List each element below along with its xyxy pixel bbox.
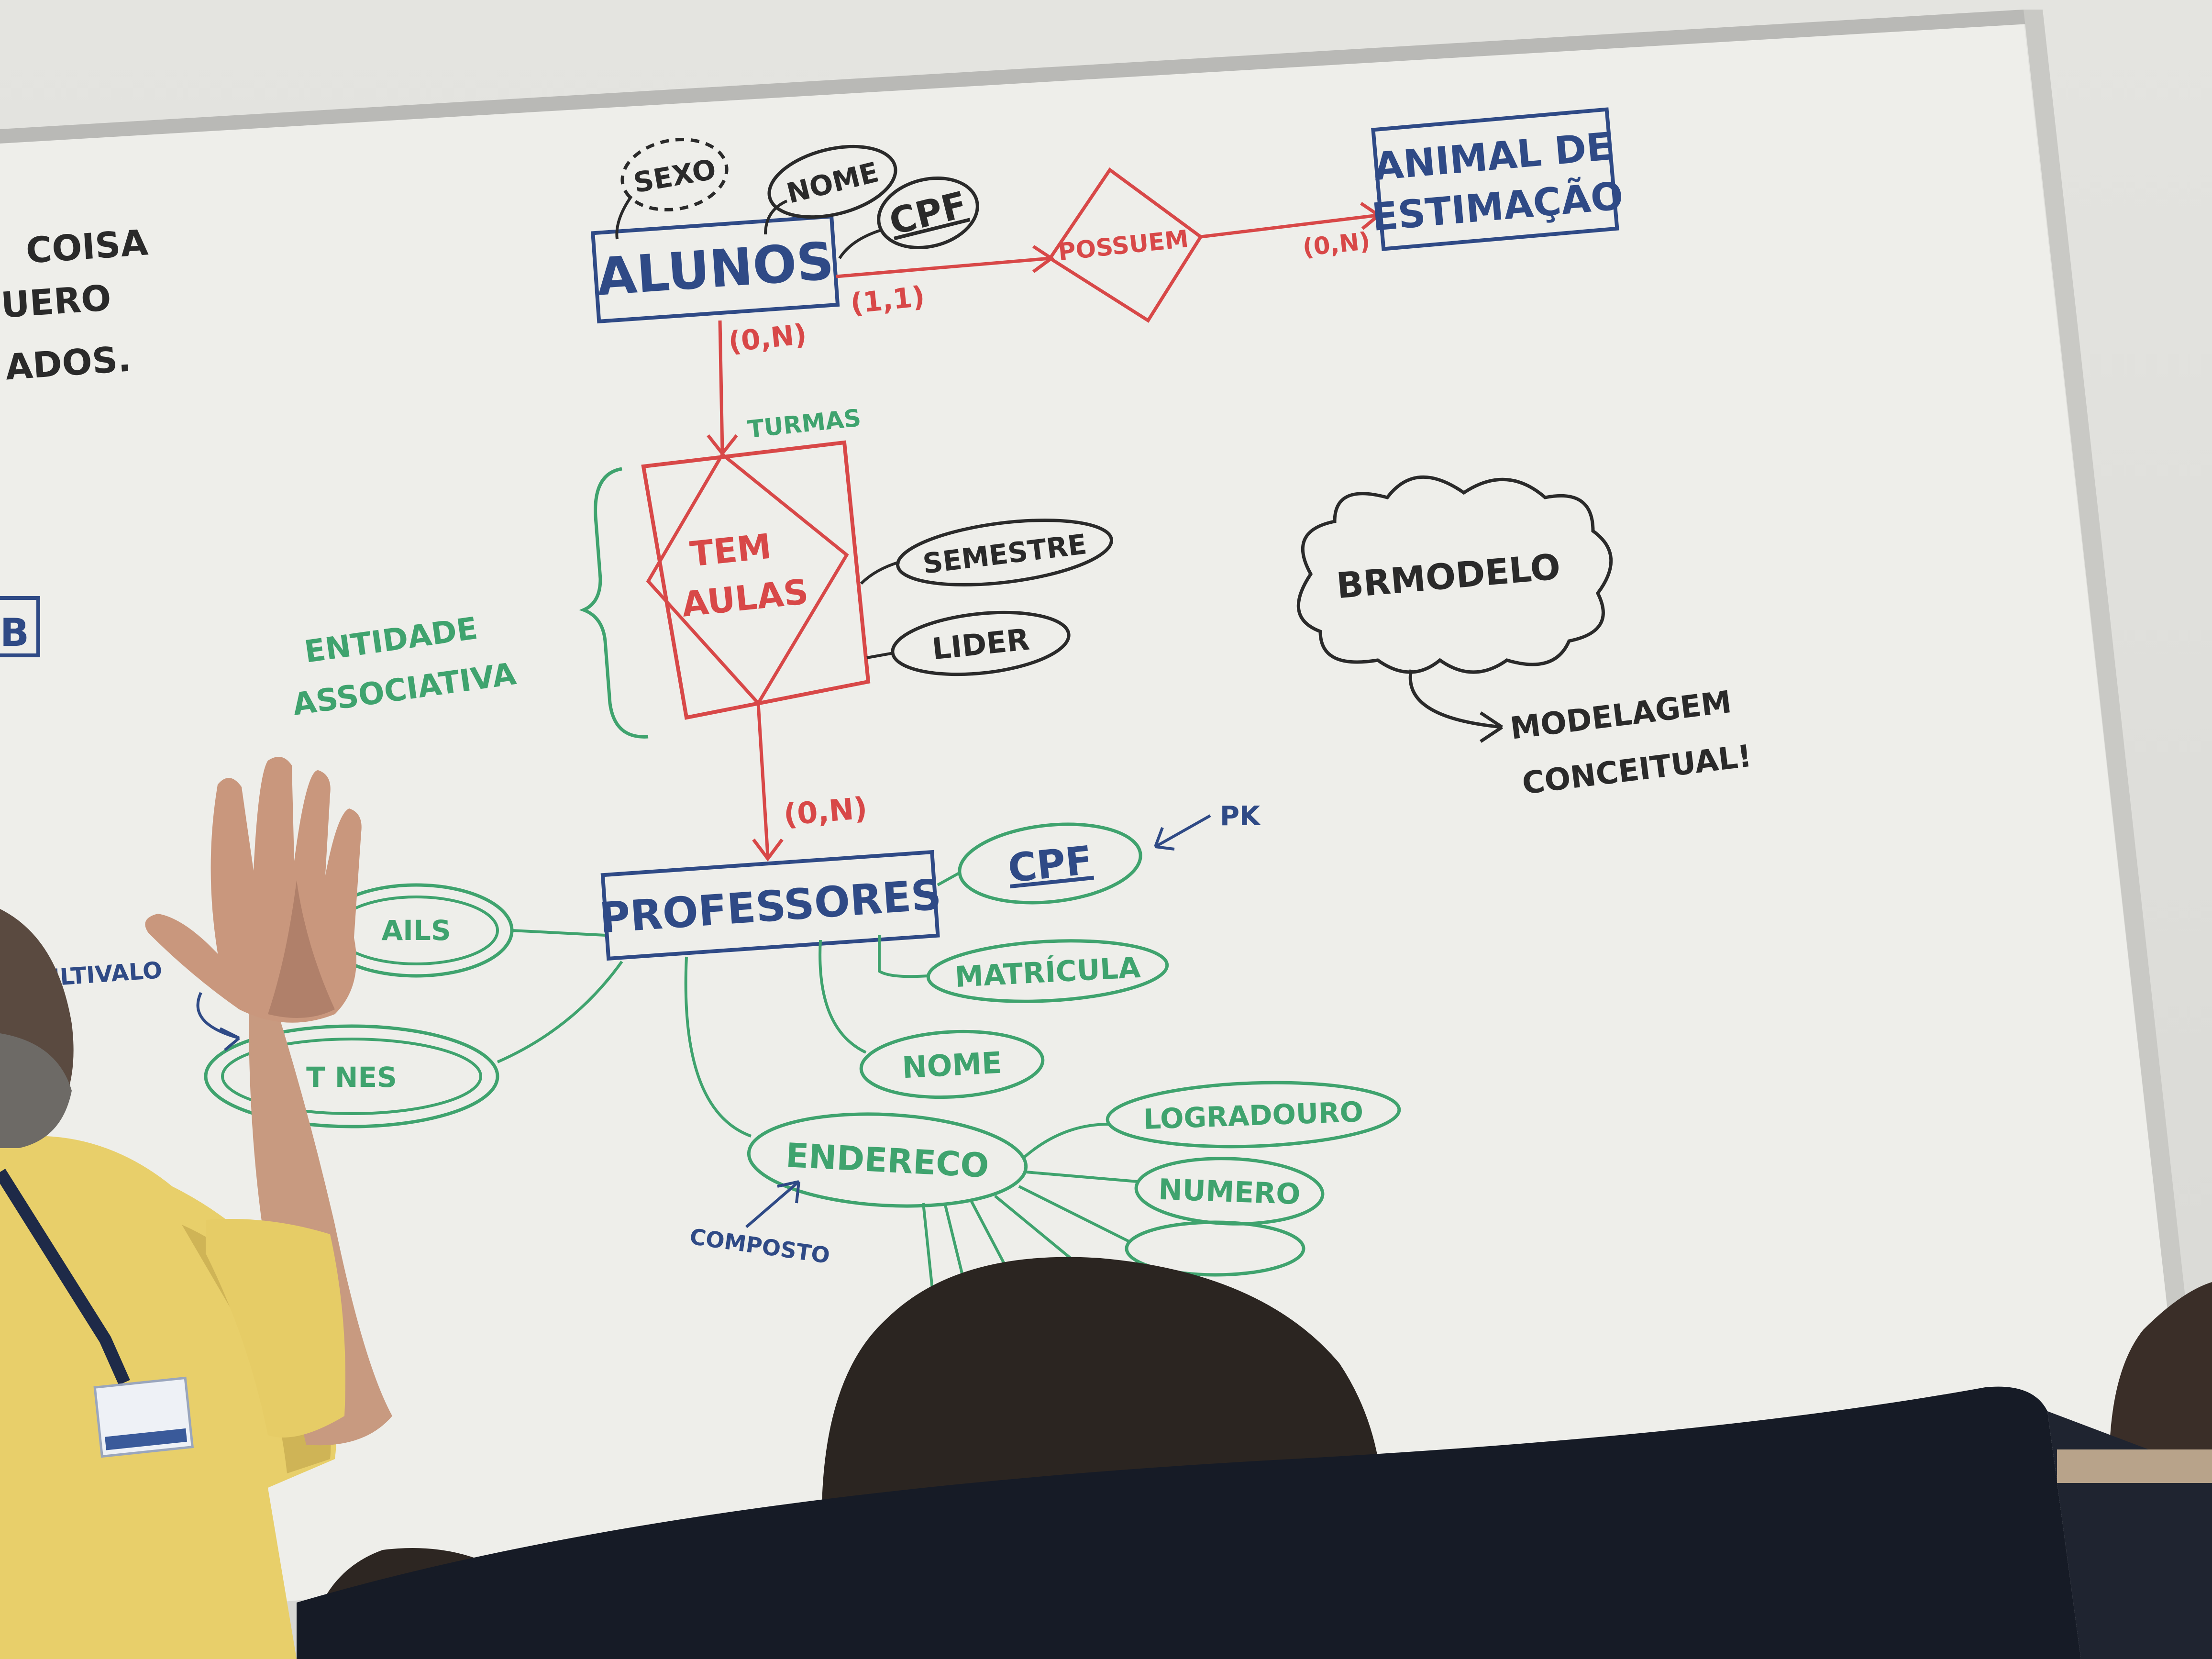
connector-endereco-extra-1	[1018, 1185, 1130, 1243]
entity-alunos	[591, 214, 840, 324]
connector-logradouro	[1023, 1123, 1109, 1159]
left-partial-box-label: B	[0, 610, 29, 655]
presenter-hand-shadow	[268, 880, 335, 1018]
arrow-possuem-animal	[1360, 202, 1382, 230]
line-possuem-animal	[1200, 213, 1378, 239]
attribute-logradouro	[1106, 1081, 1401, 1149]
attribute-numero-label: NUMERO	[1158, 1173, 1301, 1211]
annotation-pk: PK	[1220, 801, 1261, 832]
attribute-cpf-aluno	[877, 176, 979, 250]
attribute-nome-prof	[859, 1029, 1045, 1099]
whiteboard-surface	[0, 19, 2181, 1626]
left-note-line1: COISA	[24, 222, 149, 272]
associative-entity-tem-aulas-box	[641, 440, 871, 720]
cloud-brmodelo	[1296, 475, 1613, 674]
attribute-cpf-prof	[958, 822, 1142, 905]
card-tem-professores: (0,N)	[782, 790, 869, 832]
connector-sexo	[615, 195, 633, 240]
arrow-alunos-possuem	[1032, 245, 1055, 273]
left-note-line3: ADOS.	[4, 338, 132, 388]
relationship-possuem	[1048, 167, 1203, 323]
relationship-tem-line1: TEM	[688, 526, 773, 574]
presenter-sleeve	[206, 1219, 345, 1438]
connector-cpf-prof	[937, 872, 960, 886]
connector-multivalued-bottom	[497, 961, 623, 1063]
whiteboard-top-frame	[0, 10, 2028, 144]
connector-nome-aluno	[764, 199, 788, 235]
entity-animal-de-estimacao	[1371, 107, 1619, 251]
card-alunos-possuem: (1,1)	[849, 280, 926, 320]
arrow-brmodelo-modelagem	[1408, 669, 1503, 743]
arrow-composto	[745, 1180, 800, 1228]
attribute-multivalued-bottom-inner	[221, 1038, 482, 1115]
attribute-sexo	[620, 138, 729, 211]
entity-professores	[600, 850, 940, 961]
right-wall-ledge	[2057, 1449, 2212, 1483]
attribute-multivalued-top-label: AILS	[381, 914, 451, 947]
presenter-lanyard	[0, 1169, 130, 1385]
presenter-badge-stripe	[105, 1428, 188, 1450]
connector-multivalued-top	[511, 929, 606, 937]
attribute-nome-prof-label: NOME	[901, 1045, 1003, 1085]
left-note-line2: UERO	[0, 277, 112, 326]
attribute-multivalued-bottom-label: T NES	[306, 1061, 397, 1094]
line-alunos-possuem	[836, 256, 1051, 278]
arrow-pk	[1154, 814, 1211, 851]
attribute-endereco	[747, 1112, 1028, 1208]
attribute-nome-aluno	[767, 144, 897, 219]
arrow-tem-professores	[752, 838, 784, 862]
connector-lider	[866, 652, 894, 659]
connector-matricula	[878, 935, 929, 978]
whiteboard-right-frame	[2024, 10, 2201, 1435]
attribute-semestre	[896, 519, 1113, 586]
connector-numero	[1026, 1171, 1138, 1183]
left-partial-box	[0, 596, 40, 657]
attribute-logradouro-label: LOGRADOURO	[1143, 1095, 1364, 1136]
connector-semestre	[860, 561, 900, 585]
line-alunos-tem	[718, 320, 724, 453]
attribute-bairro-partial	[1125, 1220, 1305, 1277]
line-tem-professores	[756, 703, 770, 857]
connector-cpf-aluno	[838, 228, 883, 259]
arrow-multivalorado	[196, 992, 240, 1051]
attribute-cpf-prof-label: CPF	[1006, 838, 1095, 892]
connector-endereco	[684, 956, 752, 1138]
attribute-matricula	[926, 939, 1169, 1003]
foreground-monitor	[297, 1386, 2081, 1659]
presenter-beard	[0, 1033, 72, 1148]
brace-entidade-associativa	[579, 467, 649, 739]
connector-nome-prof	[818, 940, 867, 1054]
attribute-multivalued-bottom-outer	[204, 1024, 499, 1128]
connector-endereco-extra-5	[994, 1194, 1077, 1264]
